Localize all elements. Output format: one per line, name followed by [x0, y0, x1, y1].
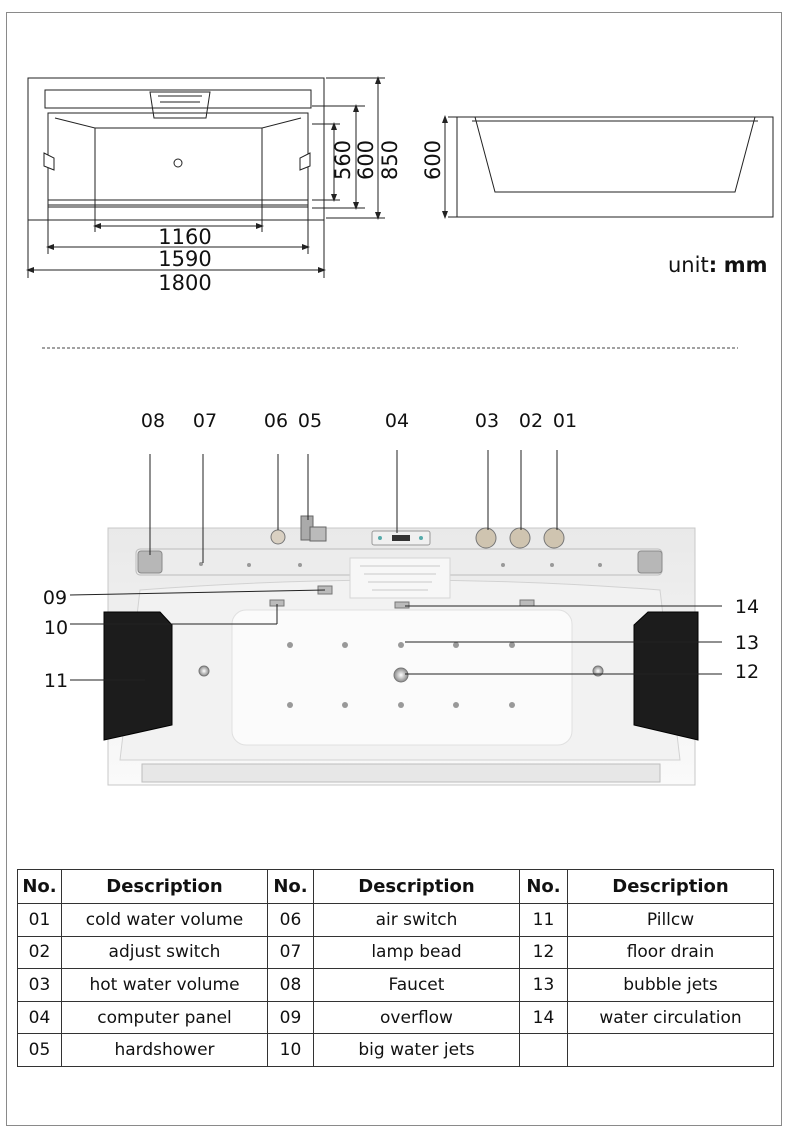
dim-1160: 1160	[158, 225, 211, 249]
table-cell: 13	[519, 968, 568, 1002]
callout-14: 14	[735, 596, 759, 618]
table-cell: 14	[519, 1000, 568, 1035]
top-view-dimensions	[26, 76, 385, 278]
table-cell: computer panel	[61, 1000, 268, 1035]
table-cell: floor drain	[567, 935, 774, 970]
callout-04: 04	[385, 410, 409, 432]
table-cell: 10	[267, 1033, 314, 1067]
header-no-1: No.	[17, 868, 62, 905]
dim-560: 560	[331, 140, 355, 180]
table-cell: 01	[17, 903, 62, 937]
unit-word: unit	[668, 253, 709, 277]
callout-leaders	[69, 450, 722, 681]
callout-10: 10	[44, 617, 68, 639]
table-cell: hardshower	[61, 1033, 268, 1067]
callout-07: 07	[193, 410, 217, 432]
callout-09: 09	[43, 587, 67, 609]
table-cell: 04	[17, 1000, 62, 1035]
table-cell: adjust switch	[61, 935, 268, 970]
dim-1590: 1590	[158, 247, 211, 271]
table-cell: 06	[267, 903, 314, 937]
callout-11: 11	[44, 670, 68, 692]
table-cell: 07	[267, 935, 314, 970]
table-cell	[567, 1033, 774, 1067]
table-cell: 05	[17, 1033, 62, 1067]
header-no-2: No.	[267, 868, 314, 905]
table-cell: Pillcw	[567, 903, 774, 937]
page-frame	[6, 12, 782, 1126]
bathtub-illustration	[103, 515, 699, 786]
callout-02: 02	[519, 410, 543, 432]
parts-table: No. Description No. Description No. Desc…	[17, 868, 774, 1067]
side-view-drawing	[442, 115, 774, 219]
table-cell: big water jets	[313, 1033, 520, 1067]
unit-value: mm	[723, 253, 768, 277]
header-desc-2: Description	[313, 868, 520, 905]
unit-label: unit: mm	[668, 253, 768, 277]
table-row: 04 computer panel 09 overflow 14 water c…	[17, 1000, 774, 1035]
header-desc-1: Description	[61, 868, 268, 905]
table-cell: hot water volume	[61, 968, 268, 1002]
dim-600-side: 600	[421, 140, 445, 180]
dim-850: 850	[378, 140, 402, 180]
table-cell: 02	[17, 935, 62, 970]
callout-01: 01	[553, 410, 577, 432]
header-desc-3: Description	[567, 868, 774, 905]
table-cell: overflow	[313, 1000, 520, 1035]
table-cell: bubble jets	[567, 968, 774, 1002]
table-header-row: No. Description No. Description No. Desc…	[17, 868, 774, 905]
table-cell: air switch	[313, 903, 520, 937]
table-row: 05 hardshower 10 big water jets	[17, 1033, 774, 1067]
top-view-drawing	[27, 77, 325, 221]
table-row: 03 hot water volume 08 Faucet 13 bubble …	[17, 968, 774, 1002]
table-cell: lamp bead	[313, 935, 520, 970]
dim-600-top: 600	[354, 140, 378, 180]
header-no-3: No.	[519, 868, 568, 905]
table-cell: water circulation	[567, 1000, 774, 1035]
callout-08: 08	[141, 410, 165, 432]
table-cell: 03	[17, 968, 62, 1002]
table-cell: cold water volume	[61, 903, 268, 937]
table-cell	[519, 1033, 568, 1067]
callout-13: 13	[735, 632, 759, 654]
table-cell: Faucet	[313, 968, 520, 1002]
table-row: 02 adjust switch 07 lamp bead 12 floor d…	[17, 935, 774, 970]
dim-1800: 1800	[158, 271, 211, 295]
table-cell: 09	[267, 1000, 314, 1035]
table-cell: 12	[519, 935, 568, 970]
table-cell: 11	[519, 903, 568, 937]
table-cell: 08	[267, 968, 314, 1002]
table-row: 01 cold water volume 06 air switch 11 Pi…	[17, 903, 774, 937]
callout-12: 12	[735, 661, 759, 683]
unit-separator: :	[708, 253, 718, 277]
callout-05: 05	[298, 410, 322, 432]
callout-06: 06	[264, 410, 288, 432]
callout-03: 03	[475, 410, 499, 432]
